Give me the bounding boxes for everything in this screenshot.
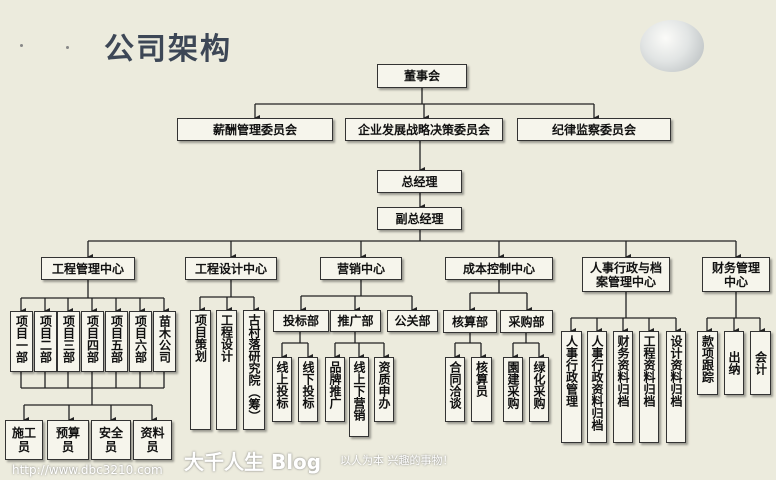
- node-project-6: 项目六部: [129, 311, 152, 372]
- node-committee-strategy: 企业发展战略决策委员会: [345, 118, 503, 141]
- node-nursery-company: 苗木公司: [153, 311, 176, 372]
- node-online-bidding: 线上投标: [272, 357, 292, 422]
- node-engineering-archive: 工程资料归档: [639, 331, 659, 443]
- watermark-url: http://www.dbc3210.com: [12, 463, 163, 477]
- node-marketing: 营销中心: [320, 257, 402, 280]
- node-finance-archive: 财务资料归档: [613, 331, 633, 443]
- node-safety-staff: 安全员: [91, 420, 131, 460]
- node-project-5: 项目五部: [105, 311, 128, 372]
- node-landscape-procurement: 園建采购: [503, 357, 523, 422]
- node-contract-negotiation: 合同洽谈: [445, 357, 465, 422]
- node-accounting: 核算部: [443, 310, 497, 333]
- node-procurement: 采购部: [500, 310, 553, 333]
- node-committee-compensation: 薪酬管理委员会: [177, 118, 333, 141]
- node-project-2: 项目二部: [34, 311, 57, 372]
- node-ancient-village-institute: 古村落研究院（筹）: [243, 310, 265, 430]
- decorative-bubble: [640, 20, 704, 72]
- node-project-3: 项目三部: [57, 311, 80, 372]
- watermark-slogan: 以人为本 兴趣的事物！: [340, 454, 454, 467]
- node-engineering-design: 工程设计中心: [185, 257, 277, 280]
- node-cashier: 出纳: [724, 331, 744, 395]
- decor-dot: [66, 46, 69, 49]
- node-budget-staff: 预算员: [47, 420, 89, 460]
- node-hr-archive: 人事行政资料归档: [587, 331, 607, 443]
- node-document-staff: 资料员: [133, 420, 172, 460]
- node-project-1: 项目一部: [10, 311, 33, 372]
- node-finance: 财务管理中心: [702, 257, 770, 292]
- node-brand-promotion: 品牌推广: [325, 357, 345, 422]
- page-title: 公司架构: [104, 32, 232, 67]
- node-construction-staff: 施工员: [5, 420, 43, 460]
- decor-dot: [20, 44, 23, 47]
- node-greening-procurement: 绿化采购: [529, 357, 549, 422]
- node-project-4: 项目四部: [81, 311, 104, 372]
- node-accountant-finance: 会计: [750, 331, 771, 395]
- node-cost-control: 成本控制中心: [445, 257, 553, 280]
- node-accountant: 核算员: [471, 357, 492, 422]
- node-offline-bidding: 线下投标: [298, 357, 318, 422]
- node-payment-tracking: 款项跟踪: [697, 331, 718, 395]
- node-general-manager: 总经理: [377, 170, 462, 193]
- node-qualification: 资质申办: [374, 357, 394, 422]
- node-vice-general-manager: 副总经理: [377, 207, 462, 230]
- node-engineering-management: 工程管理中心: [41, 257, 135, 280]
- node-promotion: 推广部: [330, 310, 381, 332]
- node-project-planning: 项目策划: [190, 310, 211, 430]
- node-design-archive: 设计资料归档: [666, 331, 686, 443]
- node-hr-admin: 人事行政管理: [561, 331, 582, 443]
- node-engineering-design-sub: 工程设计: [216, 310, 237, 430]
- watermark-name: 大千人生 Blog: [184, 450, 322, 474]
- node-online-offline-marketing: 线上下营销: [349, 357, 369, 437]
- node-hr-archives: 人事行政与档案管理中心: [582, 257, 670, 292]
- node-bidding: 投标部: [273, 310, 329, 332]
- node-committee-discipline: 纪律监察委员会: [517, 118, 671, 141]
- node-public-relations: 公关部: [387, 310, 438, 332]
- node-board: 董事会: [377, 64, 467, 88]
